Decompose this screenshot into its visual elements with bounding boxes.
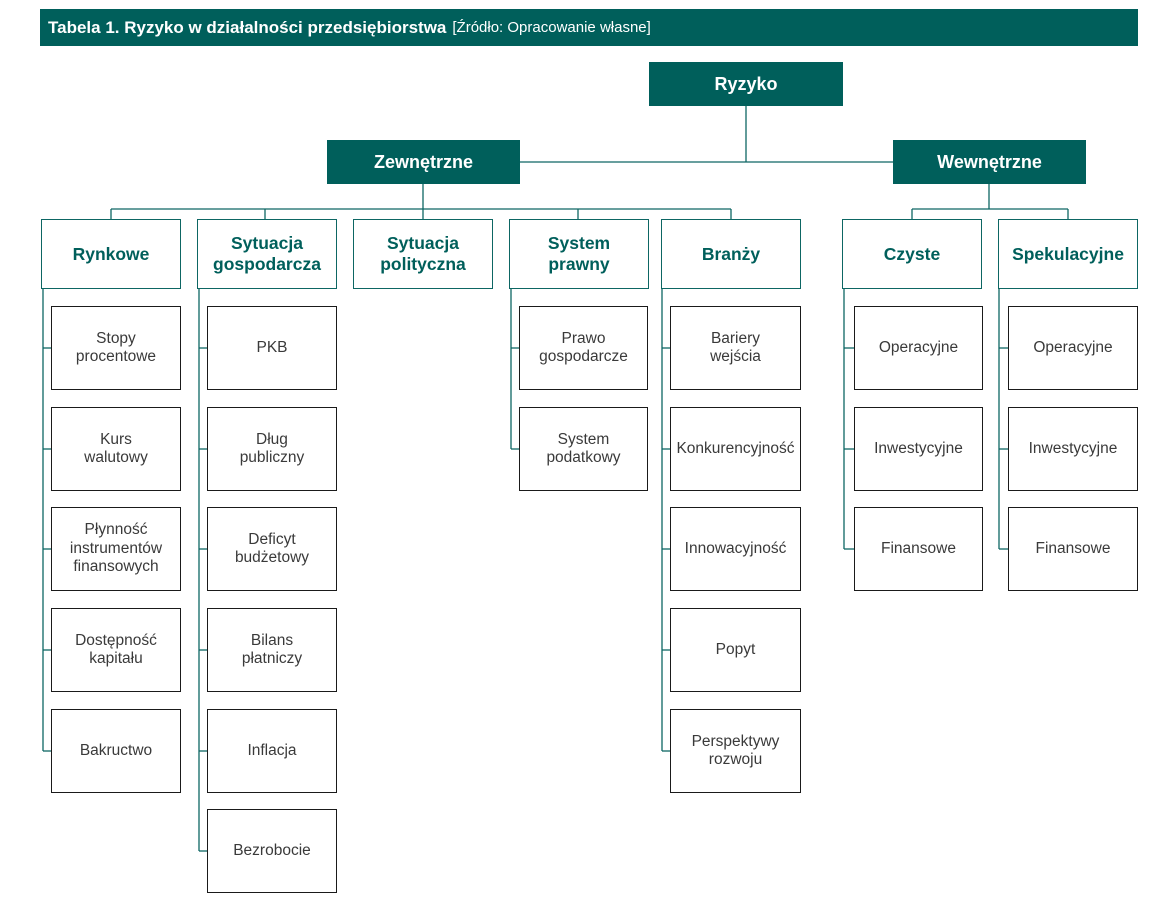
leaf-label: Płynność instrumentów finansowych: [69, 521, 163, 576]
leaf-bilans-platniczy: Bilans płatniczy: [207, 608, 337, 692]
category-label: Czyste: [883, 243, 941, 264]
leaf-stopy-procentowe: Stopy procentowe: [51, 306, 181, 390]
leaf-label: Inflacja: [247, 741, 297, 759]
leaf-perspektywy-rozwoju: Perspektywy rozwoju: [670, 709, 801, 793]
leaf-deficyt-budzetowy: Deficyt budżetowy: [207, 507, 337, 591]
leaf-inflacja: Inflacja: [207, 709, 337, 793]
category-label: Sytuacja polityczna: [380, 233, 466, 274]
category-label: Rynkowe: [72, 243, 150, 264]
leaf-spekulacyjne-finansowe: Finansowe: [1008, 507, 1138, 591]
leaf-bezrobocie: Bezrobocie: [207, 809, 337, 893]
leaf-label: Stopy procentowe: [75, 329, 157, 366]
leaf-label: Deficyt budżetowy: [234, 530, 310, 567]
leaf-system-podatkowy: System podatkowy: [519, 407, 648, 491]
node-external: Zewnętrzne: [327, 140, 520, 184]
leaf-spekulacyjne-operacyjne: Operacyjne: [1008, 306, 1138, 390]
category-sytuacja-gospodarcza: Sytuacja gospodarcza: [197, 219, 337, 289]
leaf-prawo-gospodarcze: Prawo gospodarcze: [519, 306, 648, 390]
leaf-konkurencyjnosc: Konkurencyjność: [670, 407, 801, 491]
leaf-plynnosc-instrumentow: Płynność instrumentów finansowych: [51, 507, 181, 591]
category-label: Sytuacja gospodarcza: [213, 233, 321, 274]
leaf-label: Inwestycyjne: [874, 439, 963, 457]
table-title-bar: Tabela 1. Ryzyko w działalności przedsię…: [40, 9, 1138, 46]
category-rynkowe: Rynkowe: [41, 219, 181, 289]
root-node-ryzyko: Ryzyko: [649, 62, 843, 106]
leaf-label: Bariery wejścia: [710, 329, 761, 366]
category-spekulacyjne: Spekulacyjne: [998, 219, 1138, 289]
leaf-czyste-inwestycyjne: Inwestycyjne: [854, 407, 983, 491]
leaf-innowacyjnosc: Innowacyjność: [670, 507, 801, 591]
category-label: Branży: [701, 243, 761, 264]
table-source: [Źródło: Opracowanie własne]: [452, 19, 651, 36]
leaf-pkb: PKB: [207, 306, 337, 390]
leaf-label: Inwestycyjne: [1028, 439, 1118, 457]
category-czyste: Czyste: [842, 219, 982, 289]
leaf-label: Bezrobocie: [233, 841, 311, 859]
leaf-bariery-wejscia: Bariery wejścia: [670, 306, 801, 390]
leaf-label: Dostępność kapitału: [75, 631, 157, 668]
category-system-prawny: System prawny: [509, 219, 649, 289]
leaf-label: Popyt: [715, 640, 756, 658]
category-branzy: Branży: [661, 219, 801, 289]
leaf-czyste-finansowe: Finansowe: [854, 507, 983, 591]
category-sytuacja-polityczna: Sytuacja polityczna: [353, 219, 493, 289]
leaf-label: Dług publiczny: [239, 430, 305, 467]
leaf-popyt: Popyt: [670, 608, 801, 692]
leaf-label: Operacyjne: [878, 338, 959, 356]
leaf-label: System podatkowy: [546, 430, 621, 467]
leaf-label: Finansowe: [881, 539, 956, 557]
leaf-spekulacyjne-inwestycyjne: Inwestycyjne: [1008, 407, 1138, 491]
leaf-label: Konkurencyjność: [676, 439, 795, 457]
leaf-label: Perspektywy rozwoju: [691, 732, 780, 769]
leaf-kurs-walutowy: Kurs walutowy: [51, 407, 181, 491]
leaf-label: Finansowe: [1035, 539, 1111, 557]
table-title: Tabela 1. Ryzyko w działalności przedsię…: [48, 17, 447, 37]
leaf-label: Prawo gospodarcze: [539, 329, 628, 366]
category-label: Spekulacyjne: [1012, 243, 1124, 264]
leaf-label: Bilans płatniczy: [241, 631, 303, 668]
leaf-bakructwo: Bakructwo: [51, 709, 181, 793]
leaf-label: Bakructwo: [79, 741, 153, 759]
external-label: Zewnętrzne: [373, 151, 474, 172]
internal-label: Wewnętrzne: [937, 151, 1042, 172]
leaf-label: Kurs walutowy: [84, 430, 148, 467]
leaf-dlug-publiczny: Dług publiczny: [207, 407, 337, 491]
leaf-label: PKB: [256, 338, 288, 356]
leaf-dostepnosc-kapitalu: Dostępność kapitału: [51, 608, 181, 692]
leaf-label: Operacyjne: [1033, 338, 1113, 356]
node-internal: Wewnętrzne: [893, 140, 1086, 184]
leaf-czyste-operacyjne: Operacyjne: [854, 306, 983, 390]
category-label: System prawny: [547, 233, 611, 274]
leaf-label: Innowacyjność: [684, 539, 787, 557]
root-label: Ryzyko: [714, 73, 778, 94]
